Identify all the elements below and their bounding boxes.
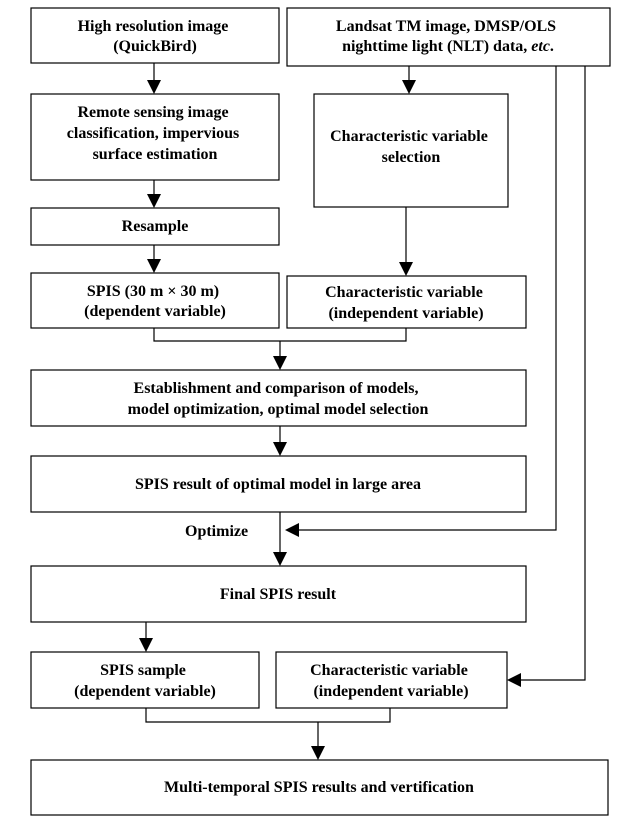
- node-text-line: Final SPIS result: [220, 586, 337, 603]
- node-text-line: (independent variable): [328, 305, 483, 322]
- arrowhead: [399, 262, 413, 276]
- node-text-line: Characteristic variable: [330, 128, 488, 145]
- node-text-line: classification, impervious: [67, 125, 239, 142]
- node-char-var-2: Characteristic variable (independent var…: [275, 651, 508, 709]
- edge-landsat-to-optimize: [299, 66, 557, 531]
- node-rs-classification: Remote sensing image classification, imp…: [30, 93, 280, 181]
- node-char-var-1: Characteristic variable (independent var…: [286, 275, 527, 329]
- svg-text:Characteristic variable: Characteristic variable (independent var…: [310, 662, 472, 700]
- edges: [139, 63, 586, 760]
- arrowhead: [273, 442, 287, 456]
- node-landsat: Landsat TM image, DMSP/OLS nighttime lig…: [286, 7, 611, 67]
- node-text-line: High resolution image: [78, 18, 229, 35]
- node-text-line: Characteristic variable: [325, 284, 483, 301]
- edge-merge-top: [153, 328, 407, 342]
- arrowhead: [285, 523, 299, 537]
- node-text-line: SPIS result of optimal model in large ar…: [135, 476, 421, 493]
- node-text-line: (independent variable): [313, 683, 468, 700]
- text-fragment: .: [550, 38, 554, 55]
- edge-landsat-to-charvar2: [521, 66, 586, 681]
- node-text-line: Landsat TM image, DMSP/OLS: [336, 18, 556, 35]
- svg-text:High resolution image (Q: High resolution image (QuickBird): [78, 18, 233, 55]
- arrowhead: [402, 80, 416, 94]
- svg-text:Characteristic variable: Characteristic variable selection: [330, 128, 492, 166]
- node-multi-temporal: Multi-temporal SPIS results and vertific…: [30, 759, 609, 816]
- node-text-line: Resample: [122, 218, 189, 235]
- node-char-var-selection: Characteristic variable selection: [313, 93, 509, 208]
- node-spis-optimal: SPIS result of optimal model in large ar…: [30, 455, 527, 513]
- node-text-line-rich: nighttime light (NLT) data, etc.: [342, 38, 554, 55]
- arrowhead: [139, 638, 153, 652]
- arrowhead: [147, 80, 161, 94]
- optimize-label: Optimize: [185, 523, 248, 540]
- node-text-line: surface estimation: [93, 146, 218, 163]
- arrowhead: [273, 552, 287, 566]
- arrowhead: [311, 746, 325, 760]
- svg-text:Establishment and comparison o: Establishment and comparison of models, …: [128, 380, 429, 418]
- arrowhead: [507, 673, 521, 687]
- text-fragment: nighttime light (NLT) data,: [342, 38, 531, 55]
- svg-text:Remote sensing image cla: Remote sensing image classification, imp…: [67, 104, 243, 163]
- node-text-line: model optimization, optimal model select…: [128, 401, 429, 418]
- node-spis-30m: SPIS (30 m × 30 m) (dependent variable): [30, 272, 280, 329]
- node-text-line: Remote sensing image: [77, 104, 228, 121]
- node-high-res: High resolution image (QuickBird): [30, 7, 280, 64]
- node-models: Establishment and comparison of models, …: [30, 369, 527, 427]
- arrowhead: [273, 356, 287, 370]
- node-text-line: selection: [382, 149, 441, 166]
- node-text-line: (QuickBird): [113, 38, 197, 55]
- node-text-line: (dependent variable): [74, 683, 216, 700]
- node-text-line: SPIS (30 m × 30 m): [87, 283, 219, 300]
- node-text-line: Characteristic variable: [310, 662, 468, 679]
- node-text-line: Establishment and comparison of models,: [134, 380, 419, 397]
- svg-text:SPIS (30 m × 30 m) (depe: SPIS (30 m × 30 m) (dependent variable): [84, 283, 226, 320]
- node-spis-sample: SPIS sample (dependent variable): [30, 651, 260, 709]
- svg-text:Characteristic variable: Characteristic variable (independent var…: [325, 284, 487, 322]
- arrowhead: [147, 194, 161, 208]
- svg-text:SPIS sample (dependent v: SPIS sample (dependent variable): [74, 662, 216, 700]
- edge-merge-bottom: [145, 708, 391, 723]
- node-text-line: Multi-temporal SPIS results and vertific…: [164, 779, 474, 796]
- svg-text:Landsat TM image, DMSP/OLS: Landsat TM image, DMSP/OLS nighttime lig…: [336, 18, 560, 55]
- node-text-line: (dependent variable): [84, 303, 226, 320]
- node-text-line: SPIS sample: [100, 662, 186, 679]
- node-resample: Resample: [30, 207, 280, 246]
- italic-word: etc: [531, 38, 550, 55]
- node-final-spis: Final SPIS result: [30, 565, 527, 623]
- arrowhead: [147, 259, 161, 273]
